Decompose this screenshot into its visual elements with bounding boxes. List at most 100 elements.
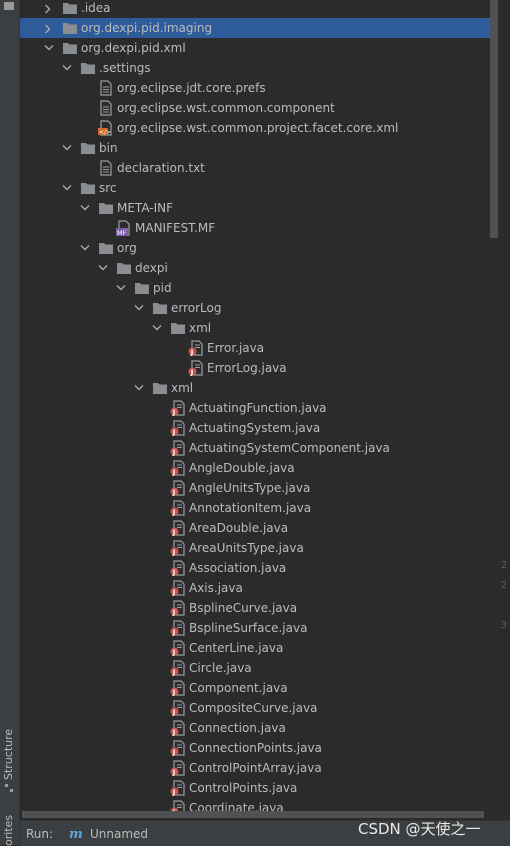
tree-row-label: xml (189, 321, 212, 335)
tree-row-label: Association.java (189, 561, 287, 575)
svg-text:J: J (172, 588, 176, 596)
tree-row[interactable]: errorLog (20, 298, 490, 318)
tree-row-label: MANIFEST.MF (135, 221, 216, 235)
chevron-down-icon[interactable] (96, 258, 110, 278)
tree-row-label: org.eclipse.wst.common.project.facet.cor… (117, 121, 399, 135)
svg-text:J: J (172, 748, 176, 756)
tree-row-label: .settings (99, 61, 151, 75)
tree-row[interactable]: xml (20, 318, 490, 338)
tree-row[interactable]: org.eclipse.wst.common.component (20, 98, 490, 118)
tree-row[interactable]: </>org.eclipse.wst.common.project.facet.… (20, 118, 490, 138)
run-tab-unnamed[interactable]: Unnamed (90, 827, 149, 841)
run-config-icon: m (69, 827, 83, 842)
structure-tool-tab[interactable]: Structure (2, 728, 15, 780)
tree-row[interactable]: .idea (20, 0, 490, 18)
tree-row-label: ErrorLog.java (207, 361, 287, 375)
tree-row-label: Axis.java (189, 581, 243, 595)
folder-icon (152, 380, 168, 396)
chevron-right-icon[interactable] (42, 18, 56, 38)
svg-text:J: J (190, 348, 194, 356)
tree-row[interactable]: org.dexpi.pid.xml (20, 38, 490, 58)
java-file-icon: J (170, 580, 186, 596)
java-file-icon: J (170, 440, 186, 456)
structure-icon[interactable] (5, 784, 14, 793)
chevron-down-icon[interactable] (60, 58, 74, 78)
project-tree[interactable]: .idea org.dexpi.pid.imaging org.dexpi.pid.… (20, 0, 490, 820)
tree-row[interactable]: J Axis.java (20, 578, 490, 598)
tree-row-label: org.dexpi.pid.imaging (81, 21, 213, 35)
tree-row[interactable]: org.dexpi.pid.imaging (20, 18, 490, 38)
java-file-icon: J (170, 760, 186, 776)
tree-row[interactable]: org (20, 238, 490, 258)
tree-row-label: xml (171, 381, 194, 395)
svg-text:J: J (172, 668, 176, 676)
horizontal-scrollbar-thumb[interactable] (22, 811, 484, 818)
svg-text:J: J (172, 528, 176, 536)
watermark: CSDN @天使之一 (358, 820, 481, 838)
tree-row[interactable]: pid (20, 278, 490, 298)
chevron-down-icon[interactable] (114, 278, 128, 298)
tree-row[interactable]: .settings (20, 58, 490, 78)
chevron-down-icon[interactable] (150, 318, 164, 338)
chevron-down-icon[interactable] (60, 138, 74, 158)
java-file-icon: J (188, 360, 204, 376)
svg-text:J: J (172, 548, 176, 556)
tree-row[interactable]: declaration.txt (20, 158, 490, 178)
gutter-mark: 3 (501, 620, 508, 631)
tree-row-label: BsplineSurface.java (189, 621, 308, 635)
svg-text:J: J (172, 628, 176, 636)
tree-row-label: pid (153, 281, 172, 295)
tree-row-label: .idea (81, 1, 111, 15)
tree-row-label: dexpi (135, 261, 168, 275)
tree-row[interactable]: J BsplineSurface.java (20, 618, 490, 638)
chevron-down-icon[interactable] (42, 38, 56, 58)
java-file-icon: J (170, 660, 186, 676)
project-tool-icon[interactable] (4, 2, 14, 10)
chevron-right-icon[interactable] (42, 0, 56, 18)
tree-row[interactable]: dexpi (20, 258, 490, 278)
svg-text:J: J (172, 488, 176, 496)
tree-row-label: ActuatingSystem.java (189, 421, 321, 435)
tree-row[interactable]: META-INF (20, 198, 490, 218)
chevron-down-icon[interactable] (60, 178, 74, 198)
tree-row[interactable]: bin (20, 138, 490, 158)
java-file-icon: J (170, 540, 186, 556)
tree-row-label: Component.java (189, 681, 288, 695)
chevron-down-icon[interactable] (78, 238, 92, 258)
chevron-down-icon[interactable] (132, 378, 146, 398)
chevron-down-icon[interactable] (132, 298, 146, 318)
tree-row-label: org.dexpi.pid.xml (81, 41, 186, 55)
tree-row[interactable]: src (20, 178, 490, 198)
favorites-tool-tab[interactable]: orites (2, 814, 15, 846)
tree-row[interactable]: org.eclipse.jdt.core.prefs (20, 78, 490, 98)
vertical-scrollbar-thumb[interactable] (490, 0, 498, 238)
xml-file-icon: </> (98, 120, 114, 136)
chevron-down-icon[interactable] (78, 198, 92, 218)
java-file-icon: J (170, 720, 186, 736)
tree-row[interactable]: xml (20, 378, 490, 398)
java-file-icon: J (170, 420, 186, 436)
manifest-file-icon: MF (116, 220, 132, 237)
